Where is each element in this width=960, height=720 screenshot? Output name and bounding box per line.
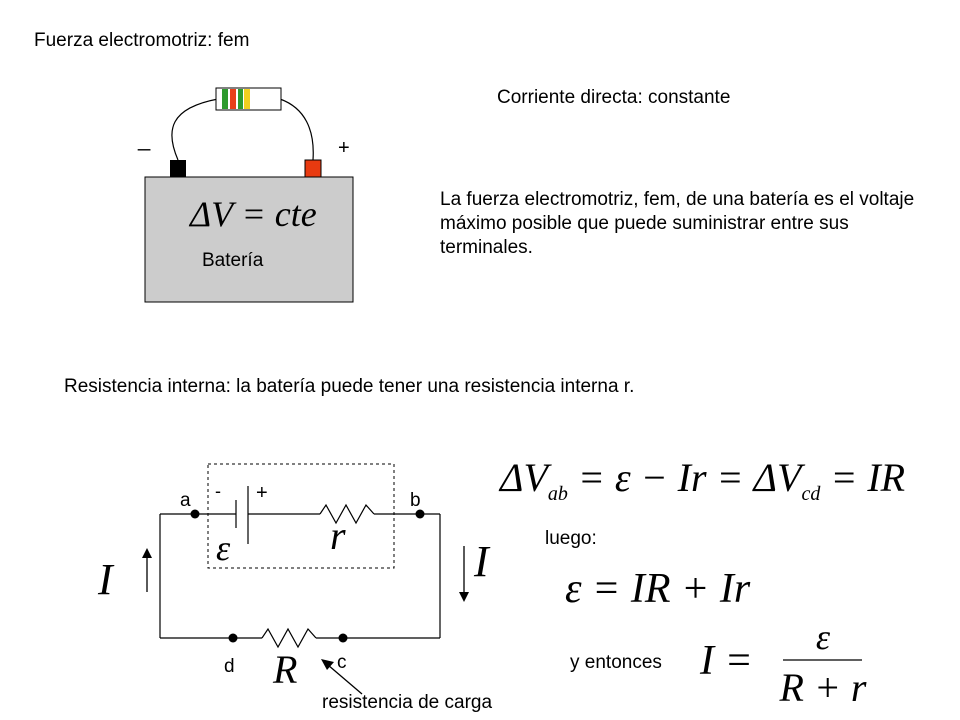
internal-r-symbol: r xyxy=(330,513,346,558)
load-caption: resistencia de carga xyxy=(322,692,493,713)
main-equation: ΔVab = ε − Ir = ΔVcd = IR xyxy=(500,455,906,505)
main-eq-left: ΔV xyxy=(500,455,548,500)
wire-right xyxy=(279,98,314,161)
emf-symbol: ε xyxy=(216,528,231,568)
band-green-2 xyxy=(238,89,243,109)
equation-2: ε = IR + Ir xyxy=(565,566,751,612)
load-caption-arrowhead xyxy=(321,659,334,670)
equation-3-lhs: I = xyxy=(700,638,753,684)
emf-definition: La fuerza electromotriz, fem, de una bat… xyxy=(440,189,915,258)
cell-minus-label: - xyxy=(215,481,221,501)
node-d-dot xyxy=(228,633,238,643)
node-c-label: c xyxy=(337,652,347,673)
plus-sign: + xyxy=(338,137,350,159)
main-eq-mid-sub: cd xyxy=(801,483,821,505)
band-red xyxy=(230,89,236,109)
node-d-label: d xyxy=(224,656,235,677)
battery-dashed-box xyxy=(207,463,395,569)
node-c-dot xyxy=(338,633,348,643)
dc-heading: Corriente directa: constante xyxy=(497,87,731,108)
load-caption-arrow xyxy=(327,664,363,695)
load-resistor xyxy=(261,627,317,649)
title: Fuerza electromotriz: fem xyxy=(34,30,250,51)
main-eq-mid: = ε − Ir = ΔV xyxy=(567,455,802,500)
battery-equation: ΔV = cte xyxy=(190,194,317,234)
node-a-label: a xyxy=(180,490,191,511)
equation-3-denominator: R + r xyxy=(779,665,867,710)
minus-sign: _ xyxy=(138,126,151,151)
load-R-symbol: R xyxy=(273,647,298,692)
main-eq-left-sub: ab xyxy=(547,483,568,505)
cell-plus-label: + xyxy=(256,482,268,504)
internal-resistance-text: Resistencia interna: la batería puede te… xyxy=(64,376,635,397)
node-b-label: b xyxy=(410,490,421,511)
current-right-symbol: I xyxy=(474,537,489,586)
internal-resistor xyxy=(319,503,375,525)
node-b-dot xyxy=(415,509,425,519)
current-arrowhead-right xyxy=(459,592,469,602)
band-yellow xyxy=(244,89,250,109)
node-a-dot xyxy=(190,509,200,519)
battery-body xyxy=(144,176,354,303)
main-eq-right: = IR xyxy=(820,455,906,500)
positive-terminal xyxy=(304,159,322,178)
current-left-symbol: I xyxy=(98,555,113,604)
luego-label: luego: xyxy=(545,528,597,549)
equation-3-numerator: ε xyxy=(815,617,831,657)
y-entonces-label: y entonces xyxy=(570,652,662,673)
negative-terminal xyxy=(170,160,186,177)
battery-label: Batería xyxy=(202,250,264,271)
wire-left xyxy=(171,98,219,161)
current-arrowhead-left xyxy=(142,548,152,558)
band-green xyxy=(222,89,228,109)
